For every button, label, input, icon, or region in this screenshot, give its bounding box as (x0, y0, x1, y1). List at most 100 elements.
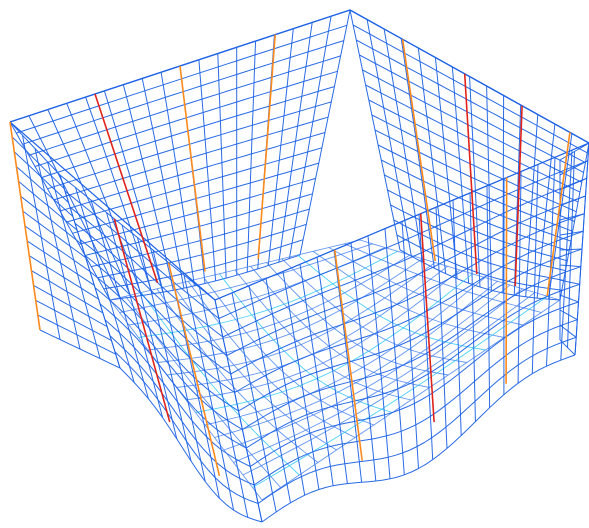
floor-line-v (214, 280, 498, 438)
back-left-wall-vline (246, 41, 257, 273)
accent-left-edge (9, 121, 41, 331)
back-right-wall-hline (359, 54, 584, 173)
left-edge-wall-hline (20, 195, 82, 245)
front-right-wall-vline (531, 164, 539, 374)
front-right-wall-hline (257, 336, 577, 504)
back-right-wall-hline (362, 69, 583, 183)
front-left-wall-hline (114, 351, 259, 504)
left-edge-wall-hline (35, 299, 112, 341)
accent-back-right-0 (401, 39, 436, 262)
left-edge-wall-hline (13, 151, 69, 203)
floor-line-v (204, 277, 486, 426)
accent-front-right-0 (333, 249, 363, 461)
right-edge-wall-hline (559, 294, 579, 303)
back-right-wall-hline (368, 99, 579, 203)
back-right-wall-hline (356, 39, 586, 164)
accent-back-right-2 (514, 105, 523, 287)
left-edge-wall-hline (22, 210, 86, 259)
right-edge-wall-hline (559, 248, 583, 251)
front-right-wall-hline (261, 354, 576, 523)
accent-lines (9, 34, 571, 476)
back-right-wall-hline (365, 84, 581, 193)
back-right-wall-hline (384, 174, 570, 252)
floor-line-v (119, 243, 373, 313)
front-right-wall-hline (234, 230, 584, 393)
floor-line-v (252, 295, 548, 488)
left-edge-wall-hline (24, 225, 91, 272)
back-right-wall-hline (374, 129, 575, 222)
left-edge-wall-hline (33, 284, 108, 328)
floor-surface (109, 239, 561, 501)
front-right-wall-hline (242, 266, 581, 430)
back-left-wall-hline (109, 254, 301, 301)
floor-line-v (261, 299, 561, 501)
accent-front-right-2 (505, 177, 508, 384)
right-edge-wall-hline (559, 264, 581, 268)
front-right-wall-hline (250, 301, 579, 467)
accent-back-left-2 (257, 34, 276, 259)
left-edge-wall-hline (26, 240, 95, 286)
front-left-wall-hline (69, 206, 224, 338)
front-left-wall-hline (64, 190, 220, 319)
back-left-wall-vline (217, 53, 227, 279)
accent-back-right-1 (463, 73, 478, 275)
top-rim-back (9, 9, 589, 144)
left-edge-wall-hline (9, 121, 61, 176)
front-left-wall-hline (119, 367, 263, 523)
front-right-wall-vline (486, 185, 491, 408)
back-left-wall-hline (91, 208, 310, 268)
back-right-wall-hline (352, 24, 588, 154)
right-edge-wall-hline (559, 339, 576, 356)
floor-line-v (242, 292, 536, 476)
floor-line-v (185, 269, 461, 401)
accent-front-right-1 (419, 213, 435, 423)
right-edge-wall-hline (559, 230, 584, 236)
accent-front-left-1 (167, 262, 221, 476)
front-left-wall-hline (89, 271, 239, 412)
left-edge-wall-hline (31, 270, 104, 314)
front-walls (9, 9, 589, 523)
front-left-wall-hline (74, 222, 228, 356)
left-edge-wall-hline (39, 329, 121, 369)
top-rim-front (9, 121, 589, 301)
left-edge-wall-hline (18, 181, 78, 231)
front-right-wall-hline (218, 160, 588, 319)
floor-line-v (109, 239, 361, 301)
right-edge-wall-hline (559, 309, 578, 321)
back-right-wall-hline (381, 159, 572, 242)
accent-back-left-1 (179, 65, 206, 272)
front-left-wall-hline (94, 287, 243, 430)
left-edge-wall-hline (37, 314, 116, 355)
front-right-wall-hline (222, 177, 587, 338)
back-left-wall-vline (278, 22, 313, 263)
left-edge-wall-hline (16, 166, 74, 217)
back-left-wall-hline (103, 239, 304, 290)
back-left-wall-hline (97, 223, 307, 279)
back-left-wall-vline (122, 84, 174, 291)
front-right-wall-vline (367, 235, 391, 479)
front-right-wall-vline (265, 278, 306, 496)
front-right-wall-hline (246, 283, 580, 449)
back-right-wall-hline (371, 114, 577, 213)
front-right-wall-hline (253, 319, 578, 486)
back-right-wall-hline (387, 189, 568, 262)
front-left-wall-hline (84, 255, 235, 393)
left-edge-wall-hline (11, 136, 65, 190)
front-right-wall-hline (230, 213, 585, 375)
front-right-wall-hline (226, 195, 586, 356)
right-edge-wall-hline (559, 279, 580, 285)
floor-line-u (234, 269, 412, 401)
front-left-wall-hline (104, 319, 251, 467)
accent-front-left-0 (113, 218, 171, 423)
front-left-wall-hline (109, 335, 255, 486)
left-edge-wall-hline (29, 255, 99, 300)
right-edge-wall-hline (559, 213, 585, 221)
right-edge-wall-hline (559, 195, 586, 206)
front-left-wall-hline (79, 238, 231, 375)
front-left-wall-hline (99, 303, 247, 449)
right-edge-wall-hline (559, 142, 589, 161)
front-right-wall-vline (333, 249, 363, 483)
right-edge-wall-hline (559, 177, 587, 191)
